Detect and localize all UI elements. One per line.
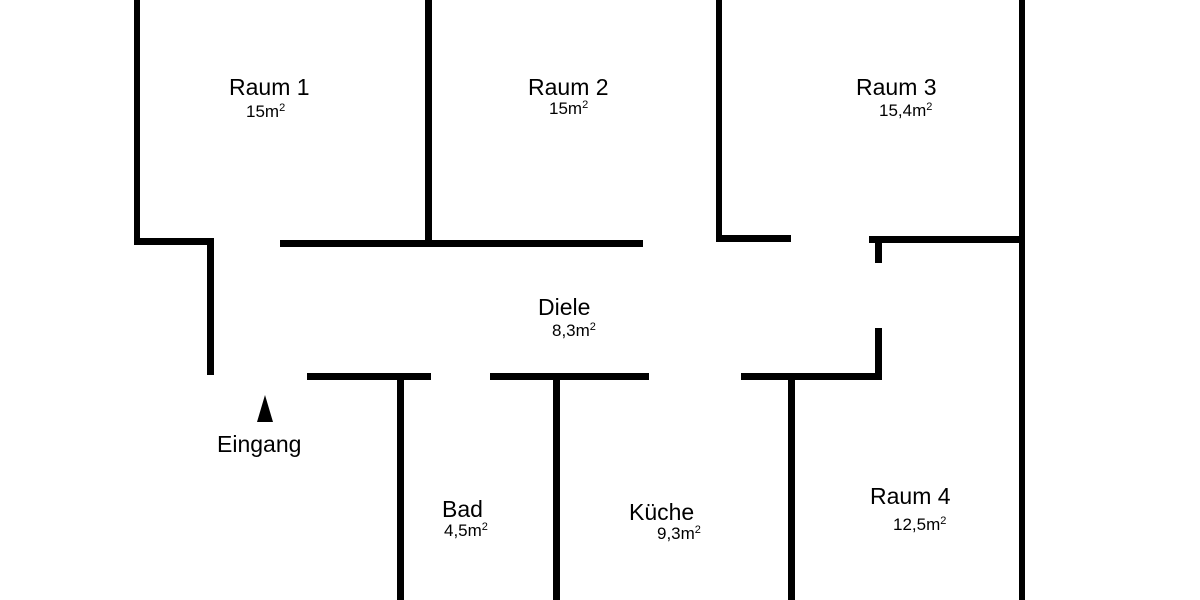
wall-raum4-stub-top [875, 236, 882, 263]
wall-raum1-bottom-left [134, 238, 214, 245]
room-name-kueche: Küche [629, 499, 695, 525]
area-value: 4,5m [444, 521, 482, 540]
room-area-raum1: 15m2 [246, 102, 285, 122]
wall-raum3-bottom-right [869, 236, 1025, 243]
wall-kueche-raum4 [788, 373, 795, 600]
room-name-bad: Bad [442, 496, 483, 522]
area-exponent: 2 [926, 101, 933, 113]
wall-corridor-top [280, 240, 643, 247]
room-area-raum4: 12,5m2 [893, 515, 946, 535]
room-area-kueche: 9,3m2 [657, 524, 701, 544]
wall-kueche-top [490, 373, 649, 380]
entrance-arrow-icon [257, 395, 273, 422]
wall-bad-top [307, 373, 431, 380]
area-exponent: 2 [279, 102, 286, 114]
area-exponent: 2 [481, 521, 488, 533]
wall-raum4-top [741, 373, 882, 380]
room-area-diele: 8,3m2 [552, 321, 596, 341]
area-exponent: 2 [589, 321, 596, 333]
area-value: 12,5m [893, 515, 941, 534]
wall-raum1-raum2 [425, 0, 432, 247]
room-name-raum3: Raum 3 [856, 74, 937, 100]
room-area-raum3: 15,4m2 [879, 101, 932, 121]
area-value: 9,3m [657, 524, 695, 543]
wall-raum3-bottom-left [716, 235, 791, 242]
area-exponent: 2 [940, 515, 947, 527]
area-value: 15m [549, 99, 583, 118]
area-value: 15,4m [879, 101, 927, 120]
room-name-raum4: Raum 4 [870, 483, 951, 509]
wall-entrance-left-stub [207, 238, 214, 375]
wall-bad-kueche [553, 373, 560, 600]
room-name-diele: Diele [538, 294, 591, 320]
area-exponent: 2 [582, 99, 589, 111]
room-area-raum2: 15m2 [549, 99, 588, 119]
area-exponent: 2 [694, 524, 701, 536]
room-name-raum1: Raum 1 [229, 74, 310, 100]
room-area-bad: 4,5m2 [444, 521, 488, 541]
wall-outer-right [1019, 0, 1025, 600]
room-name-raum2: Raum 2 [528, 74, 609, 100]
area-value: 15m [246, 102, 280, 121]
wall-bad-left [397, 373, 404, 600]
entrance-label: Eingang [217, 431, 302, 457]
wall-raum1-left [134, 0, 140, 245]
wall-raum3-left [716, 0, 722, 242]
area-value: 8,3m [552, 321, 590, 340]
wall-raum4-stub-bottom [875, 328, 882, 380]
